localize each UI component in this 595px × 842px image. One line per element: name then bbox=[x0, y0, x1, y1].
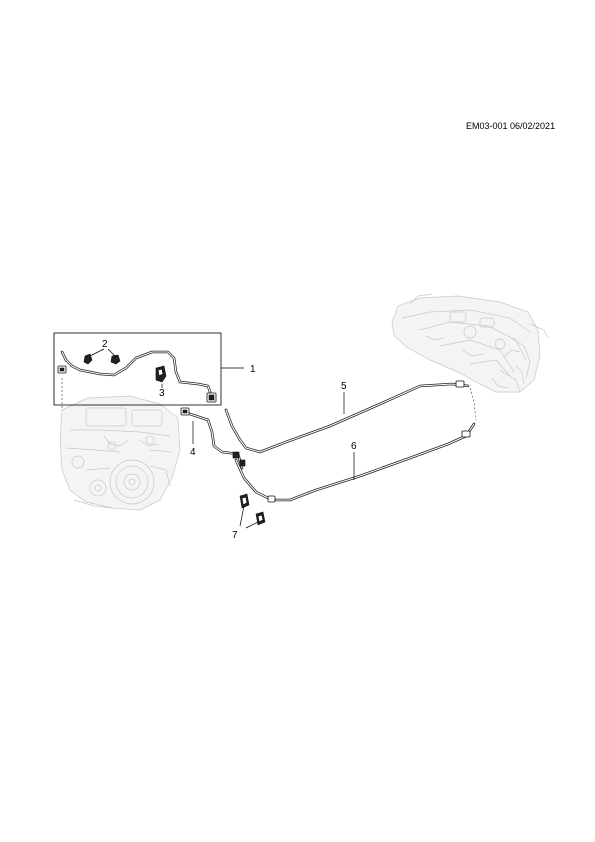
callout-4: 4 bbox=[190, 447, 196, 458]
pipe-4 bbox=[180, 407, 244, 470]
callout-6: 6 bbox=[351, 441, 357, 452]
pipe-5 bbox=[224, 380, 477, 454]
clip-part-7 bbox=[239, 493, 266, 526]
callout-5: 5 bbox=[341, 381, 347, 392]
callout-3: 3 bbox=[159, 388, 165, 399]
junction-connectors bbox=[232, 451, 276, 503]
reference-code: EM03-001 06/02/2021 bbox=[466, 121, 556, 131]
leader-lines bbox=[89, 348, 355, 529]
callout-2: 2 bbox=[102, 339, 108, 350]
callout-1: 1 bbox=[250, 364, 256, 375]
assembly-frame bbox=[53, 332, 222, 406]
engine-ghost bbox=[59, 395, 181, 511]
bracket-part-3 bbox=[155, 365, 167, 383]
callout-7: 7 bbox=[232, 530, 238, 541]
callouts: 1 2 3 4 5 6 7 bbox=[102, 339, 357, 541]
fuel-tank-ghost bbox=[391, 293, 549, 393]
pipe-assembly-1 bbox=[57, 350, 217, 410]
clip-part-2 bbox=[83, 353, 121, 365]
pipe-6 bbox=[234, 422, 476, 502]
